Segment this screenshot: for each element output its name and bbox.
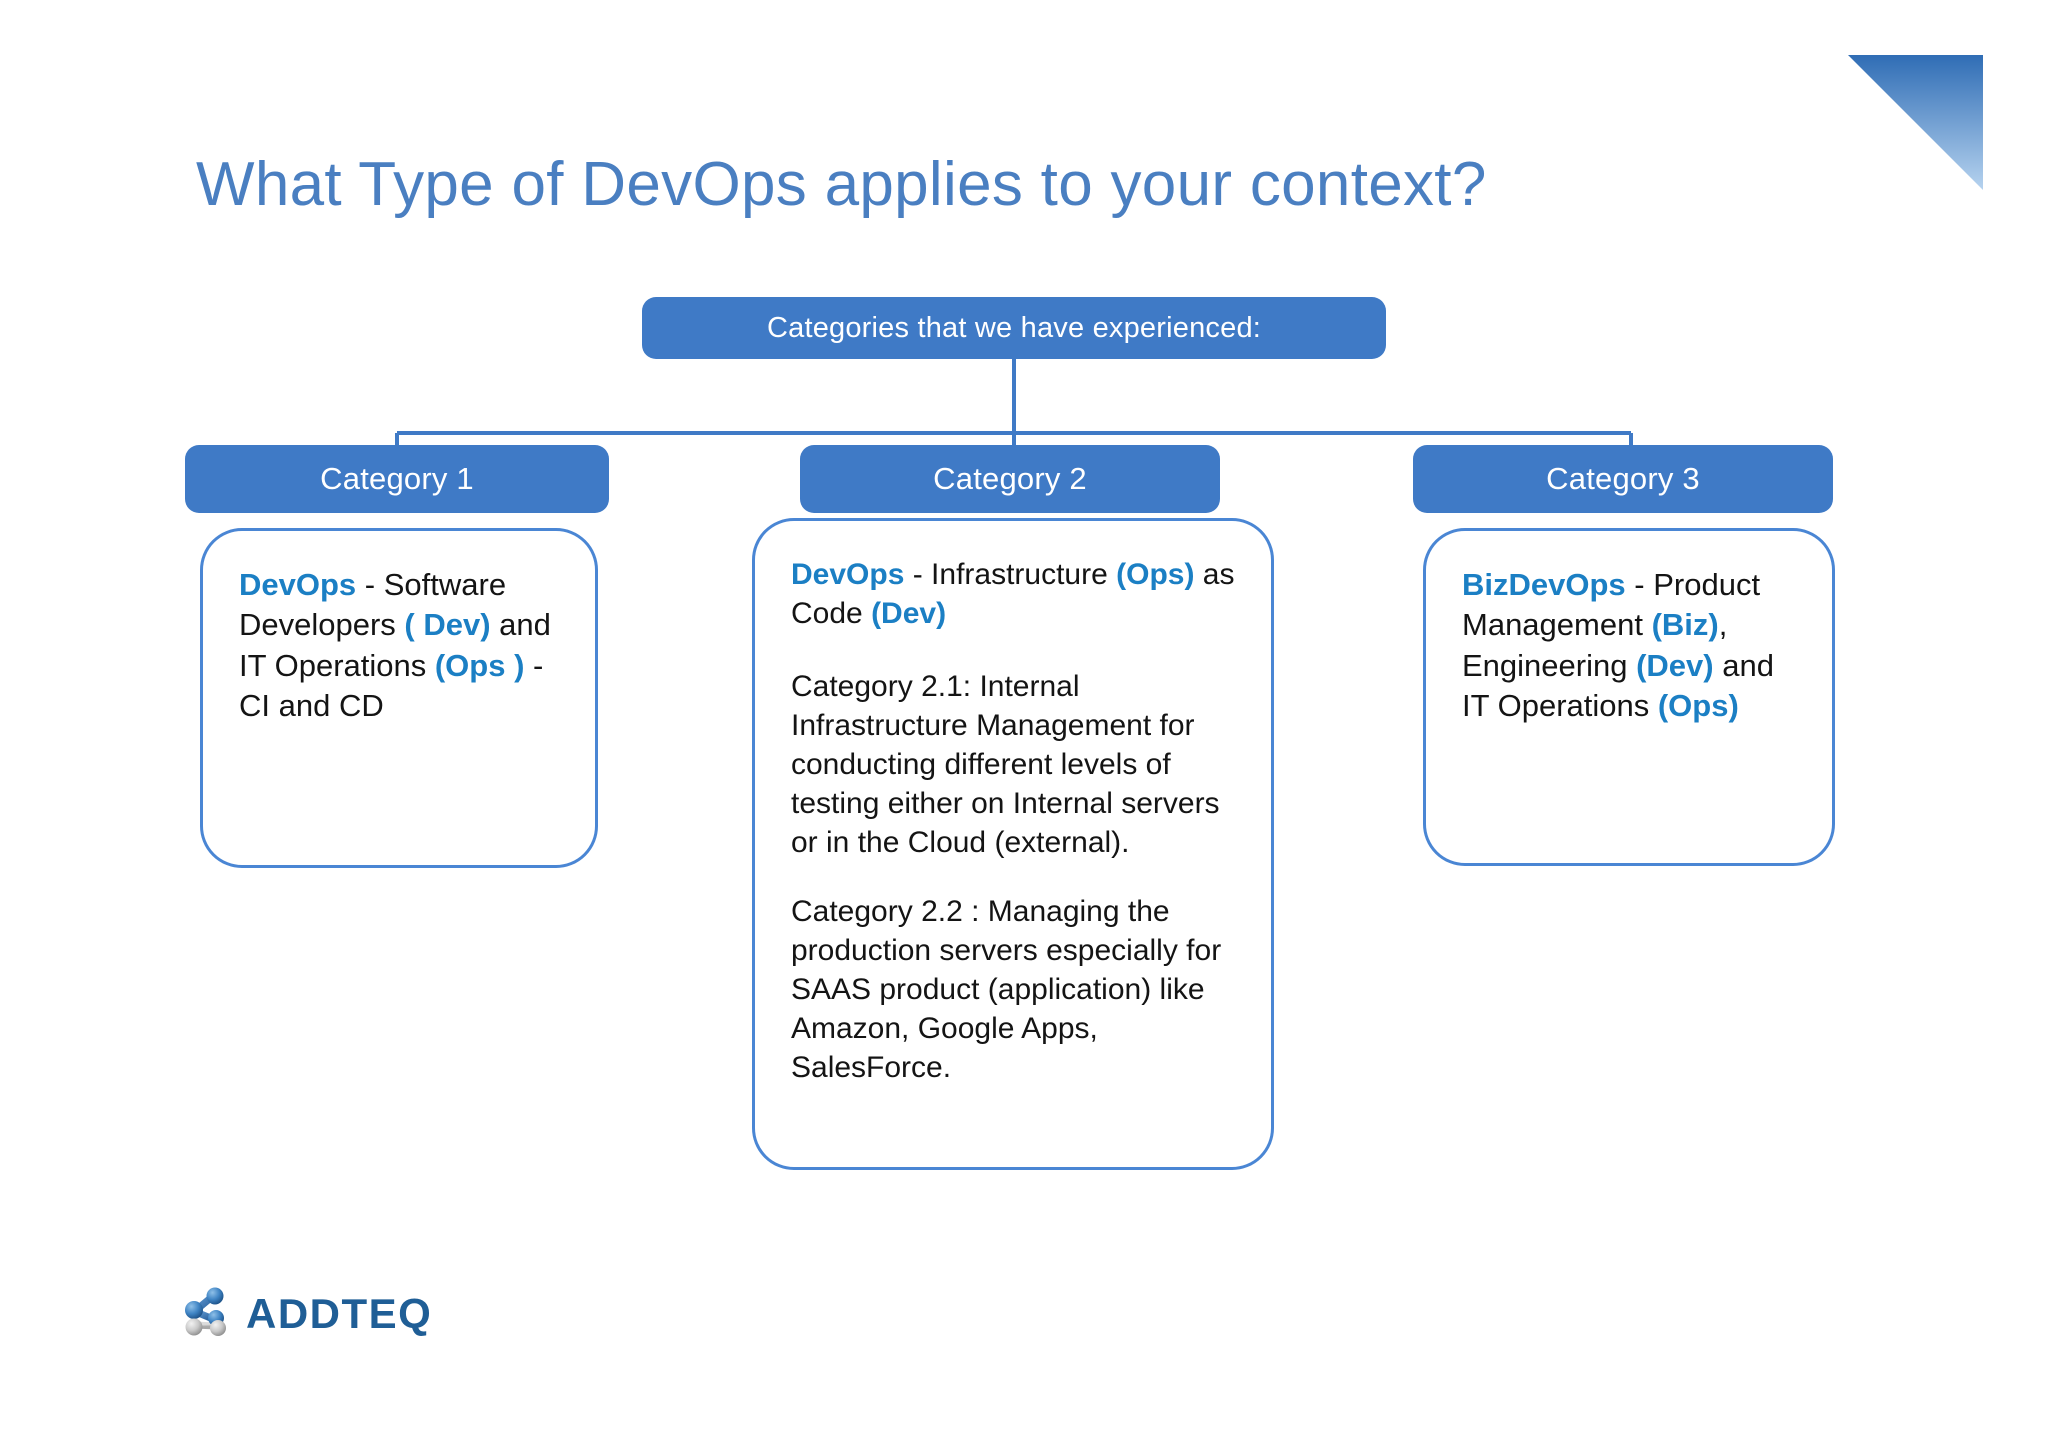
- category-2-header[interactable]: Category 2: [800, 445, 1220, 513]
- highlighted-term: DevOps: [239, 567, 357, 602]
- highlighted-term: (Ops): [1116, 558, 1195, 591]
- addteq-molecule-icon: [180, 1285, 236, 1342]
- category-1-header[interactable]: Category 1: [185, 445, 609, 513]
- text-run: , Engineering: [1462, 607, 1728, 683]
- category-3-header-label: Category 3: [1546, 461, 1700, 496]
- category-1-content-box: DevOps - Software Developers ( Dev) and …: [200, 528, 598, 868]
- page-title: What Type of DevOps applies to your cont…: [196, 149, 1487, 219]
- category-1-text: DevOps - Software Developers ( Dev) and …: [239, 565, 559, 726]
- category-3-text: BizDevOps - Product Management (Biz), En…: [1462, 565, 1796, 726]
- highlighted-term: (Dev): [871, 597, 947, 630]
- highlighted-term: (Ops): [1657, 687, 1739, 723]
- highlighted-term: BizDevOps: [1462, 567, 1626, 602]
- text-run: and IT Operations: [1462, 647, 1774, 723]
- text-run: - Software Developers: [239, 567, 507, 643]
- text-run: - CI and CD: [239, 647, 544, 723]
- root-node-categories[interactable]: Categories that we have experienced:: [642, 297, 1386, 359]
- highlighted-term: ( Dev): [404, 607, 491, 643]
- category-2-text: DevOps - Infrastructure (Ops) as Code (D…: [791, 555, 1235, 1087]
- category-2-header-label: Category 2: [933, 461, 1087, 496]
- paragraph: DevOps - Software Developers ( Dev) and …: [239, 565, 559, 726]
- addteq-logo: ADDTEQ: [180, 1285, 432, 1342]
- text-run: - Infrastructure: [904, 558, 1117, 591]
- highlighted-term: DevOps: [791, 558, 905, 591]
- category-2-content-box: DevOps - Infrastructure (Ops) as Code (D…: [752, 518, 1274, 1170]
- paragraph: BizDevOps - Product Management (Biz), En…: [1462, 565, 1796, 726]
- paragraph: DevOps - Infrastructure (Ops) as Code (D…: [791, 555, 1235, 633]
- paragraph: Category 2.2 : Managing the production s…: [791, 892, 1235, 1087]
- text-run: Category 2.1: Internal Infrastructure Ma…: [791, 670, 1220, 859]
- category-3-header[interactable]: Category 3: [1413, 445, 1833, 513]
- text-run: Category 2.2 : Managing the production s…: [791, 895, 1222, 1084]
- root-node-label: Categories that we have experienced:: [766, 311, 1262, 344]
- highlighted-term: (Biz): [1651, 607, 1719, 643]
- text-run: and IT Operations: [239, 607, 551, 683]
- text-run: - Product Management: [1462, 567, 1761, 643]
- corner-triangle-decoration: [1848, 55, 1983, 190]
- category-3-content-box: BizDevOps - Product Management (Biz), En…: [1423, 528, 1835, 866]
- paragraph: Category 2.1: Internal Infrastructure Ma…: [791, 667, 1235, 862]
- addteq-wordmark: ADDTEQ: [246, 1289, 433, 1337]
- category-1-header-label: Category 1: [320, 461, 474, 496]
- highlighted-term: (Ops ): [434, 647, 525, 683]
- text-run: as Code: [791, 558, 1235, 630]
- highlighted-term: (Dev): [1636, 647, 1714, 683]
